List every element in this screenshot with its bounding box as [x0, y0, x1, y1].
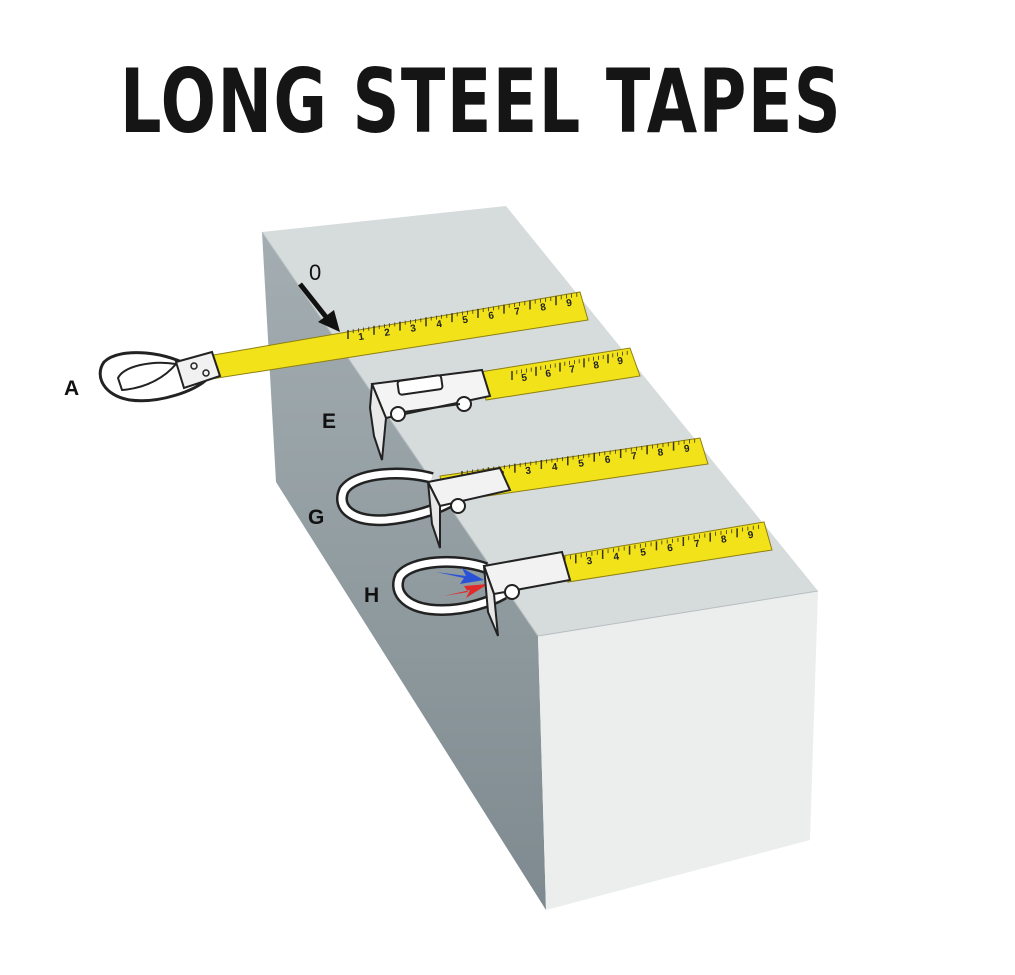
tape-a-number: 7 [514, 306, 522, 318]
block-top-face [262, 206, 818, 636]
tape-h-hook [482, 550, 572, 637]
label-e: E [322, 410, 336, 433]
tape-g-number: 4 [551, 462, 558, 474]
tape-h-number: 3 [586, 556, 594, 568]
tape-a-clip [174, 350, 222, 390]
block-front-face [538, 591, 818, 910]
tape-a-number: 6 [488, 310, 496, 322]
tape-a-number: 8 [540, 302, 548, 314]
tape-e-number: 8 [593, 360, 601, 372]
tape-a-number: 9 [566, 298, 574, 310]
tape-a-number: 2 [384, 327, 392, 339]
tape-a-number: 3 [410, 323, 418, 335]
down-right-arrow-icon [298, 282, 332, 324]
tape-a-number: 1 [358, 331, 366, 343]
zero-marker: 0 [298, 260, 340, 332]
tape-e-number: 7 [569, 364, 577, 376]
tape-g-number: 8 [657, 447, 664, 459]
tape-a-scale: 1 2 3 4 5 6 7 8 9 [347, 292, 578, 343]
lightning-arrow-icon [436, 568, 488, 598]
tape-a-number: 4 [436, 319, 444, 331]
tape-h-number: 9 [747, 530, 755, 542]
tape-a: 1 2 3 4 5 6 7 8 9 [98, 291, 589, 403]
tape-g-number: 6 [604, 454, 611, 466]
tape-g-hook [426, 466, 512, 549]
tape-g-number: 5 [578, 458, 585, 470]
tape-h-number: 6 [667, 543, 675, 555]
tape-h-number: 4 [613, 551, 621, 563]
tape-e-scale: 5 6 7 8 9 [511, 350, 628, 384]
tape-e-number: 6 [545, 368, 553, 380]
tape-h-number: 8 [720, 534, 728, 546]
tape-e-hook [368, 368, 492, 461]
tape-e-number: 9 [617, 356, 625, 368]
arrowhead-icon [318, 310, 340, 332]
tape-g-number: 3 [525, 465, 532, 477]
tape-h-number: 7 [693, 538, 701, 550]
tape-a-number: 5 [462, 315, 470, 327]
tape-h-number: 5 [640, 547, 648, 559]
label-a: A [64, 377, 79, 400]
tape-e: 5 6 7 8 9 [368, 347, 641, 461]
tape-g-number: 7 [631, 451, 638, 463]
label-h: H [364, 584, 379, 607]
tape-g-number: 9 [683, 443, 690, 455]
zero-label: 0 [309, 260, 321, 285]
tape-e-number: 5 [521, 372, 529, 384]
label-g: G [308, 506, 324, 529]
